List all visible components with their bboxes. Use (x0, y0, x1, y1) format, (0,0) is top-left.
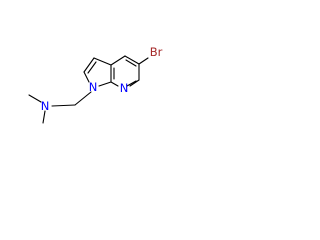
atom-labels: Br N N N (41, 45, 163, 113)
pyridine-ring-bonds (110, 55, 140, 87)
bond-n1-c7a (98, 81, 112, 87)
substituent-bonds (28, 57, 149, 124)
bond-ch2-nme2 (51, 104, 76, 107)
bond-c4-c5-inner (125, 59, 137, 67)
bond-c3-c2 (83, 57, 95, 73)
structure-drawing: Br N N N (28, 45, 163, 124)
bond-n1-ch2 (74, 91, 92, 106)
bond-n-methyl-up (28, 94, 42, 103)
amine-nitrogen-label: N (41, 99, 50, 113)
bond-c3a-c3 (93, 57, 112, 66)
bond-c3a-c4 (110, 55, 126, 66)
bond-c5-br (138, 57, 149, 65)
bond-n-methyl-down (42, 110, 46, 124)
bond-c3-c2-inner (87, 61, 97, 74)
bond-c2-n1 (83, 71, 90, 83)
bond-n7-c7a (110, 81, 119, 87)
pyridine-nitrogen-label: N (120, 81, 129, 95)
bromine-label: Br (150, 45, 163, 59)
pyrrole-nitrogen-label: N (89, 80, 98, 94)
bond-c6-n7-double (126, 80, 137, 87)
bond-c6-n7 (129, 79, 140, 87)
pyrrole-ring-bonds (83, 57, 112, 87)
bond-c4-c5 (124, 55, 140, 65)
